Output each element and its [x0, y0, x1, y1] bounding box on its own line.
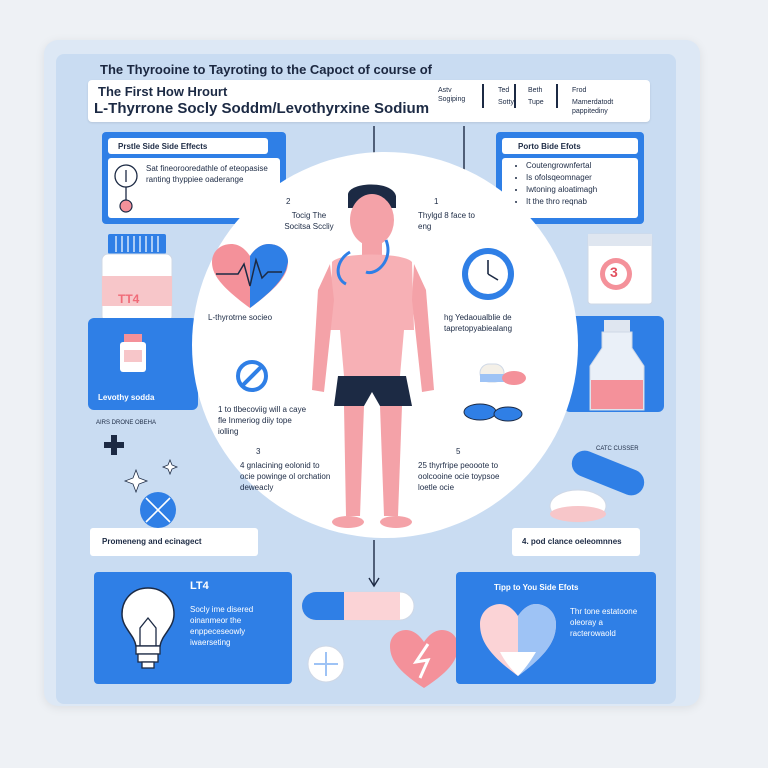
circle-text-bottom-left: 4 gnlacining eolonid to ocie powinge ol …	[240, 461, 331, 492]
left-bottom-box	[90, 528, 258, 556]
blister-number: 3	[610, 264, 618, 280]
capsule-heart-icons	[301, 591, 458, 688]
header-col-2a: Ted	[498, 87, 510, 94]
decor-icons-left	[104, 435, 179, 528]
list-item: Coutengrownfertal	[526, 160, 650, 172]
sparkle-icon	[123, 468, 149, 494]
bottle-label: TT4	[118, 292, 140, 306]
clock-icon	[462, 248, 514, 300]
small-caption-right: CATC CUSSER	[596, 446, 639, 452]
circle-text-bottom-right: 25 thyrfripe peooote to oolcooine ocie t…	[418, 461, 500, 492]
page-title: The Thyrooine to Tayroting to the Capoct…	[100, 62, 432, 77]
header-divider-3	[556, 84, 558, 108]
left-bottom-text: Promeneng and ecinagect	[102, 537, 202, 546]
circle-number-5: 5	[456, 447, 461, 456]
tablet-icon	[140, 492, 176, 528]
circle-number-2: 2	[286, 197, 291, 206]
circle-text-mid-right: hg Yedaoualblie de tapretopyabiealang	[444, 313, 513, 333]
heart-icon	[390, 630, 458, 688]
side-effects-list-right: Coutengrownfertal Is ofolsqeomnager Iwto…	[514, 160, 650, 208]
side-effects-title-bar-left	[108, 138, 268, 154]
tips-text: Thr tone estatoone oleoray a racterowaol…	[570, 607, 638, 638]
list-item: Iwtoning aloatimagh	[526, 184, 650, 196]
circle-number-3: 3	[256, 447, 261, 456]
plus-circle-icon	[307, 645, 345, 683]
blister-pack-icon	[587, 233, 653, 305]
pills-icon-center	[463, 363, 526, 422]
right-bottom-text: 4. pod clance oeleomnnes	[522, 537, 622, 546]
header-divider-2	[514, 84, 516, 108]
circle-number-1: 1	[434, 197, 439, 206]
side-effects-title-bar-right	[502, 138, 638, 154]
list-item: Is ofolsqeomnager	[526, 172, 650, 184]
circle-text-mid-left: L-thyrotrne socieo	[208, 313, 273, 322]
tips-title: Tipp to You Side Efots	[494, 583, 579, 592]
levothyroxine-label: Levothy sodda	[98, 393, 155, 402]
right-bottom-box	[512, 528, 640, 556]
lt4-text: Socly ime disered oinanmeor the enppeces…	[190, 605, 254, 647]
pills-icon-right	[549, 450, 645, 523]
circle-text-top-right: Thylgd 8 face to eng	[418, 211, 475, 231]
lt4-title: LT4	[190, 580, 209, 592]
lightbulb-icon	[121, 587, 175, 669]
plus-icon	[104, 435, 124, 455]
circle-text-left-low: 1 to tlbecoviig will a caye fle Inmeriog…	[218, 405, 307, 436]
header-col-2b: Sotty	[498, 99, 514, 106]
side-effects-text-left: Sat fineorooredathle of eteopasise ranti…	[146, 164, 268, 184]
circle-text-top-left: Tocig The Socitsa Sccliy	[284, 211, 334, 231]
pill-bottle-icon	[101, 234, 173, 322]
header-divider-1	[482, 84, 484, 108]
header-subtitle-1: The First How Hrourt	[98, 84, 228, 99]
small-caption-left: AIRS DRONE OBEHA	[96, 420, 157, 426]
no-symbol-icon	[236, 360, 268, 392]
list-item: It the thro reqnab	[526, 196, 650, 208]
header-subtitle-2: L-Thyrrone Socly Soddm/Levothyrxine Sodi…	[94, 100, 430, 117]
sparkle-icon	[161, 458, 179, 476]
medicine-bottle-icon	[589, 320, 645, 411]
header-col-3a: Beth	[528, 87, 543, 94]
side-effects-body-right	[502, 158, 638, 218]
side-effects-title-right: Porto Bide Efots	[518, 142, 581, 151]
header-col-1: Astv Sogiping	[438, 87, 466, 103]
capsule-icon	[301, 591, 415, 621]
person-illustration	[312, 184, 434, 528]
thermometer-icon	[114, 164, 138, 213]
side-effects-title-left: Prstle Side Side Effects	[118, 142, 208, 151]
heart-rate-icon	[212, 244, 288, 308]
heart-shield-icon	[480, 604, 556, 676]
header-col-4b: Mamerdatodt pappitediny	[572, 99, 614, 115]
header-col-3b: Tupe	[528, 99, 544, 106]
header-col-4a: Frod	[572, 87, 587, 94]
small-bottle-icon	[120, 334, 146, 372]
